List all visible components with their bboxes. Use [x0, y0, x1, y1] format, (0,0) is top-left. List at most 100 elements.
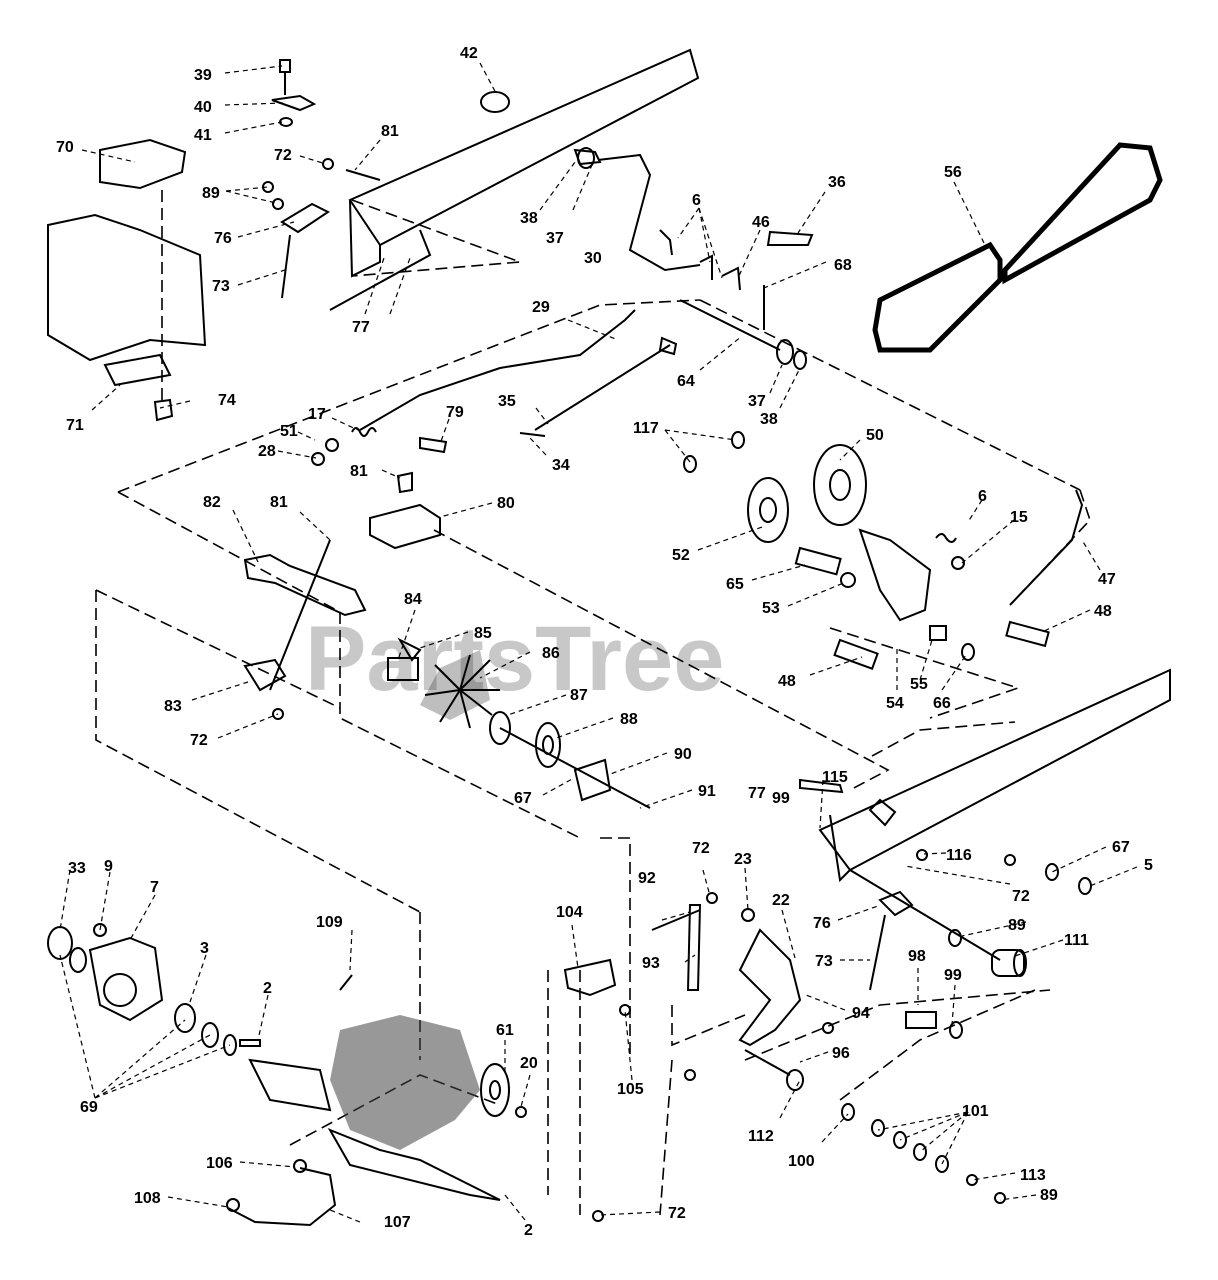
- callout-76b: 76: [813, 915, 831, 932]
- callout-81c: 81: [270, 494, 288, 511]
- callout-115: 115: [822, 769, 848, 786]
- callout-17: 17: [308, 406, 326, 423]
- callout-39: 39: [194, 67, 212, 84]
- callout-94: 94: [852, 1005, 870, 1022]
- callout-67b: 67: [1112, 839, 1130, 856]
- leader-lines: [59, 62, 1138, 1223]
- callout-37: 37: [546, 230, 564, 247]
- callout-77: 77: [352, 319, 370, 336]
- callout-87: 87: [570, 687, 588, 704]
- callout-37b: 37: [748, 393, 766, 410]
- callout-72c: 72: [1012, 888, 1030, 905]
- callout-29: 29: [532, 299, 550, 316]
- callout-100: 100: [788, 1153, 815, 1170]
- callout-56: 56: [944, 164, 962, 181]
- callout-116: 116: [946, 847, 972, 864]
- callout-99: 99: [772, 790, 790, 807]
- callout-93: 93: [642, 955, 660, 972]
- callout-68: 68: [834, 257, 852, 274]
- callout-42: 42: [460, 45, 478, 62]
- callout-89b: 89: [1008, 917, 1026, 934]
- callout-48: 48: [1094, 603, 1112, 620]
- callout-2b: 2: [524, 1222, 533, 1239]
- callout-64: 64: [677, 373, 695, 390]
- callout-72: 72: [274, 147, 292, 164]
- callout-3: 3: [200, 940, 209, 957]
- callout-86: 86: [542, 645, 560, 662]
- callout-71: 71: [66, 417, 84, 434]
- callout-40: 40: [194, 99, 212, 116]
- callout-41: 41: [194, 127, 212, 144]
- callout-82: 82: [203, 494, 221, 511]
- callout-50: 50: [866, 427, 884, 444]
- callout-81: 81: [381, 123, 399, 140]
- callout-80: 80: [497, 495, 515, 512]
- callout-2: 2: [263, 980, 272, 997]
- callout-61: 61: [496, 1022, 514, 1039]
- callout-79: 79: [446, 404, 464, 421]
- callout-107: 107: [384, 1214, 411, 1231]
- callout-117: 117: [633, 420, 659, 437]
- assembly-guide-lines: [95, 199, 1091, 1216]
- callout-55: 55: [910, 676, 928, 693]
- callout-15: 15: [1010, 509, 1028, 526]
- callout-72b: 72: [190, 732, 208, 749]
- callout-66: 66: [933, 695, 951, 712]
- callout-20: 20: [520, 1055, 538, 1072]
- callout-38b: 38: [760, 411, 778, 428]
- callout-54: 54: [886, 695, 904, 712]
- callout-88: 88: [620, 711, 638, 728]
- callout-84: 84: [404, 591, 422, 608]
- callout-38: 38: [520, 210, 538, 227]
- callout-51: 51: [280, 423, 298, 440]
- callout-30: 30: [584, 250, 602, 267]
- callout-33: 33: [68, 860, 86, 877]
- callout-101: 101: [962, 1103, 989, 1120]
- watermark: PartsTree: [305, 608, 724, 710]
- callout-89c: 89: [1040, 1187, 1058, 1204]
- callout-90: 90: [674, 746, 692, 763]
- callout-111: 111: [1064, 932, 1089, 949]
- callout-76: 76: [214, 230, 232, 247]
- callout-labels: 39 40 41 42 70 81 72 89 76 73 77 38 37 3…: [56, 45, 1153, 1239]
- callout-99b: 99: [944, 967, 962, 984]
- parts-drawings: [47, 48, 1171, 1227]
- callout-36: 36: [828, 174, 846, 191]
- callout-72e: 72: [668, 1205, 686, 1222]
- callout-47: 47: [1098, 571, 1116, 588]
- callout-23: 23: [734, 851, 752, 868]
- callout-83: 83: [164, 698, 182, 715]
- callout-5: 5: [1144, 857, 1153, 874]
- callout-96: 96: [832, 1045, 850, 1062]
- callout-91: 91: [698, 783, 716, 800]
- callout-104: 104: [556, 904, 583, 921]
- callout-34: 34: [552, 457, 570, 474]
- callout-22: 22: [772, 892, 790, 909]
- callout-106: 106: [206, 1155, 233, 1172]
- callout-52: 52: [672, 547, 690, 564]
- callout-7: 7: [150, 879, 159, 896]
- callout-77b: 77: [748, 785, 766, 802]
- callout-28: 28: [258, 443, 276, 460]
- callout-108: 108: [134, 1190, 161, 1207]
- callout-74: 74: [218, 392, 236, 409]
- callout-109: 109: [316, 914, 343, 931]
- callout-112: 112: [748, 1128, 774, 1145]
- callout-6: 6: [692, 192, 701, 209]
- callout-98: 98: [908, 948, 926, 965]
- callout-67: 67: [514, 790, 532, 807]
- callout-89: 89: [202, 185, 220, 202]
- callout-92: 92: [638, 870, 656, 887]
- callout-48b: 48: [778, 673, 796, 690]
- callout-9: 9: [104, 858, 113, 875]
- callout-69: 69: [80, 1099, 98, 1116]
- callout-73: 73: [212, 278, 230, 295]
- callout-73b: 73: [815, 953, 833, 970]
- callout-70: 70: [56, 139, 74, 156]
- callout-35: 35: [498, 393, 516, 410]
- callout-6b: 6: [978, 488, 987, 505]
- callout-65: 65: [726, 576, 744, 593]
- callout-85: 85: [474, 625, 492, 642]
- callout-46: 46: [752, 214, 770, 231]
